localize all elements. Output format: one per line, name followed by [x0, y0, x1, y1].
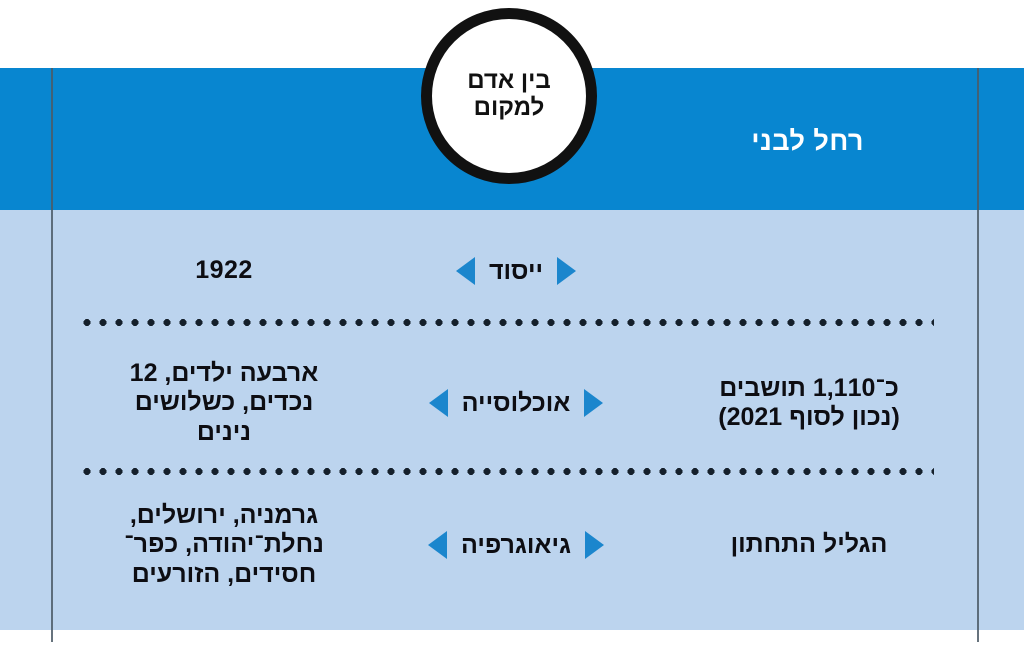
row-2-right-line-1: ארבעה ילדים, 12 [129, 358, 319, 387]
row-2-left-line-1: כ־1,110 תושבים [719, 373, 899, 402]
triangle-left-icon [428, 389, 448, 417]
badge-line-2: למקום [473, 94, 545, 121]
row-3-category-cell: גיאוגרפיה [391, 531, 641, 560]
row-1-right-value: 1922 [195, 256, 253, 285]
row-1-right-cell: 1922 [51, 256, 391, 286]
triangle-right-icon [584, 389, 604, 417]
row-2-category-cell: אוכלוסייה [391, 389, 641, 418]
row-2-left-line-2: (נכון לסוף 2021) [718, 403, 900, 431]
row-3-right-cell: גרמניה, ירושלים, נחלת־יהודה, כפר־ חסידים… [51, 501, 391, 590]
row-3-right-line-2: נחלת־יהודה, כפר־ [124, 530, 324, 559]
row-2-left-value: כ־1,110 תושבים (נכון לסוף 2021) [718, 374, 900, 433]
row-1-category-cell: ייסוד [391, 257, 641, 286]
row-2-right-line-3: נינים [196, 417, 252, 446]
row-3-left-value: הגליל התחתון [730, 530, 888, 559]
table-row: גרמניה, ירושלים, נחלת־יהודה, כפר־ חסידים… [51, 486, 977, 604]
row-3-right-line-3: חסידים, הזורעים [131, 559, 317, 588]
table-row: ארבעה ילדים, 12 נכדים, כשלושים נינים אוכ… [51, 344, 977, 462]
content-panel [0, 210, 1024, 630]
row-2-right-cell: ארבעה ילדים, 12 נכדים, כשלושים נינים [51, 359, 391, 448]
triangle-left-icon [428, 531, 447, 559]
vertical-rule-right [977, 68, 979, 642]
row-2-right-value: ארבעה ילדים, 12 נכדים, כשלושים נינים [130, 359, 319, 448]
badge-line-1: בין אדם [467, 67, 551, 95]
page-title: רחל לבני [751, 126, 864, 156]
row-1-category-label: ייסוד [488, 256, 544, 285]
table-row: 1922 ייסוד [51, 232, 977, 310]
row-2-category-label: אוכלוסייה [461, 388, 571, 417]
category-badge-text: בין אדם למקום [467, 67, 551, 124]
row-2-left-cell: כ־1,110 תושבים (נכון לסוף 2021) [641, 374, 977, 433]
vertical-rule-left [51, 68, 53, 642]
row-3-right-value: גרמניה, ירושלים, נחלת־יהודה, כפר־ חסידים… [124, 501, 324, 590]
triangle-left-icon [455, 257, 475, 285]
row-3-right-line-1: גרמניה, ירושלים, [129, 500, 319, 529]
row-separator [79, 319, 934, 326]
triangle-right-icon [557, 257, 577, 285]
category-badge: בין אדם למקום [421, 8, 597, 184]
row-2-right-line-2: נכדים, כשלושים [134, 388, 314, 417]
row-separator [79, 468, 934, 475]
triangle-right-icon [585, 531, 604, 559]
row-3-left-cell: הגליל התחתון [641, 530, 977, 560]
row-3-category-label: גיאוגרפיה [461, 530, 571, 559]
